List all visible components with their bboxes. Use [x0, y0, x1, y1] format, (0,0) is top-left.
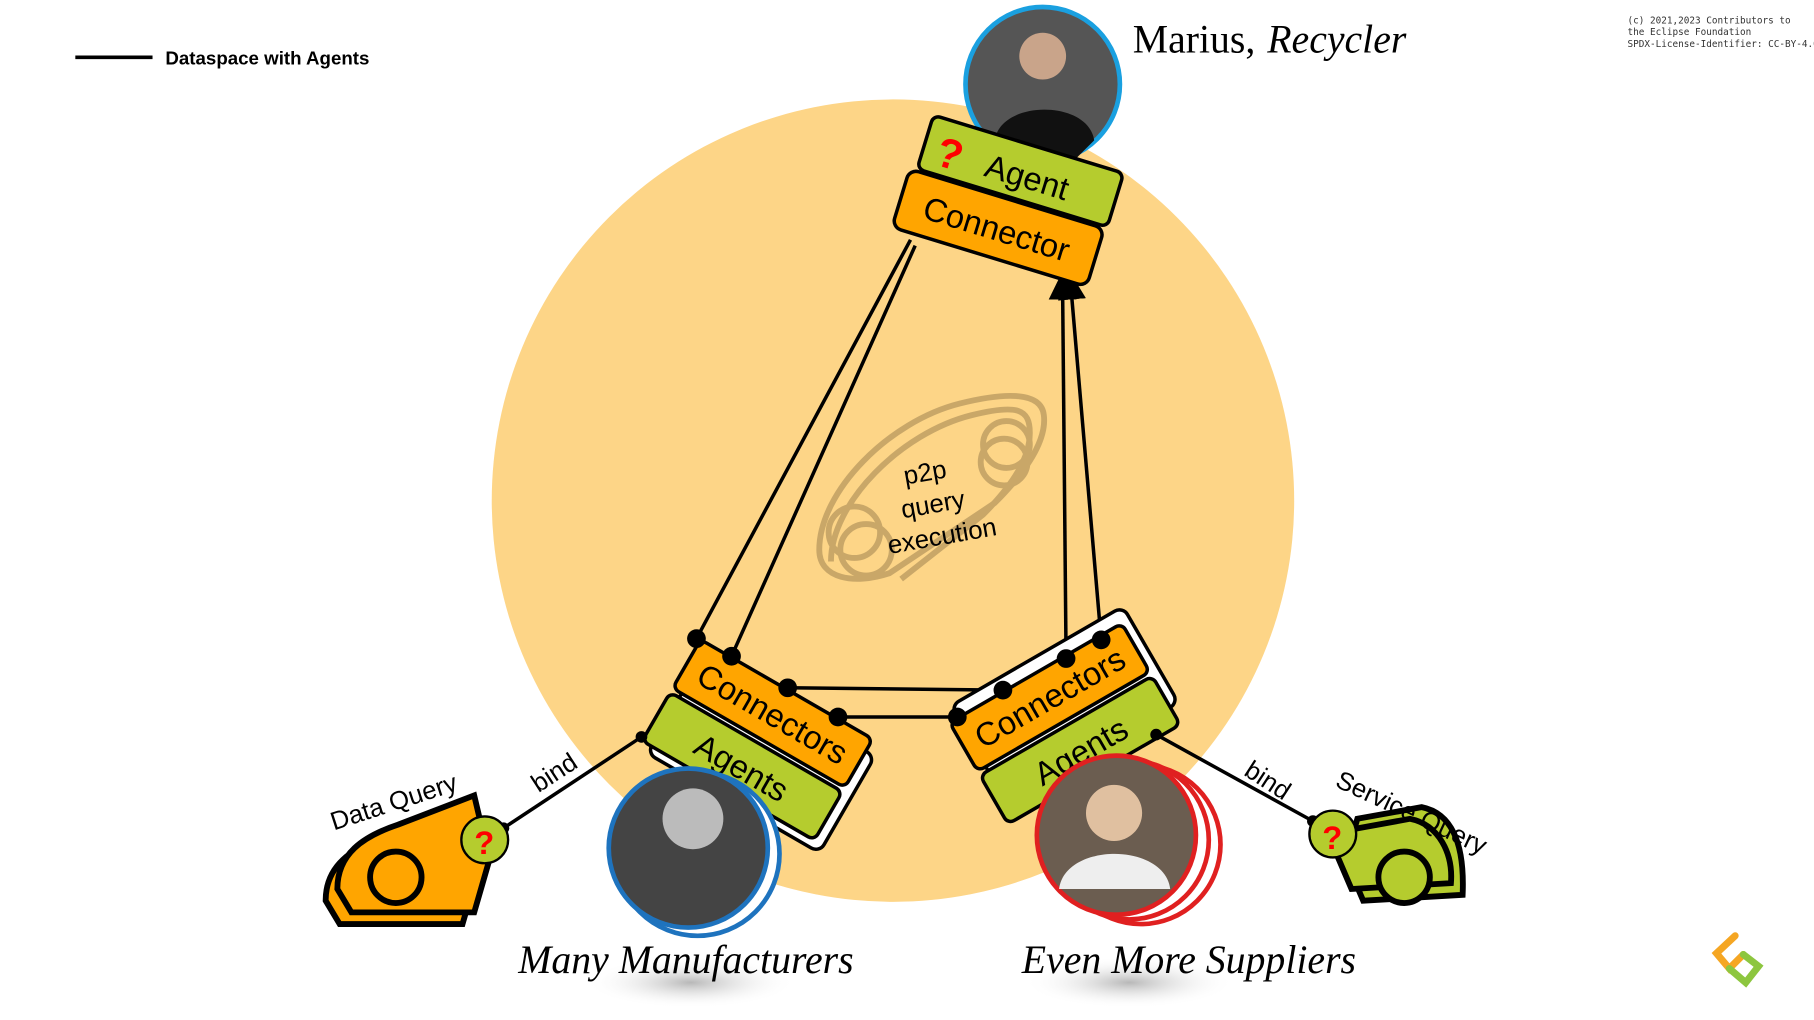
connection-line	[729, 244, 917, 657]
connection-lines	[502, 238, 1314, 830]
question-badge	[1308, 809, 1358, 859]
manufacturers-stack: Connectors Agents	[642, 640, 874, 852]
connection-line	[1048, 271, 1077, 659]
connectors-box	[950, 624, 1150, 771]
bind-line	[1155, 733, 1314, 823]
agent-box	[917, 115, 1124, 227]
connection-line	[694, 238, 913, 640]
manufacturers-label: Many Manufacturers	[517, 938, 853, 982]
question-icon: ?	[474, 824, 494, 861]
connection-line	[787, 686, 1003, 692]
copyright-notice: (c) 2021,2023 Contributors to the Eclips…	[1628, 15, 1814, 49]
question-icon: ?	[1322, 819, 1342, 856]
copyright-line: the Eclipse Foundation	[1628, 27, 1752, 38]
suppliers-label: Even More Suppliers	[1021, 938, 1356, 982]
car-icon	[816, 393, 1047, 582]
avatar-body	[1059, 853, 1171, 889]
copyright-line: SPDX-License-Identifier: CC-BY-4.0	[1628, 39, 1814, 50]
connector-box	[892, 169, 1104, 287]
copyright-line: (c) 2021,2023 Contributors to	[1628, 15, 1791, 26]
eclipse-tractusx-logo	[1711, 932, 1764, 988]
recycler-name: Marius,	[1133, 18, 1256, 62]
question-badge	[460, 815, 510, 865]
bind-label: bind	[527, 748, 583, 798]
recycler-stack: ? Agent Connector	[892, 115, 1124, 287]
recycler-role: Recycler	[1266, 18, 1407, 62]
service-query-car-icon	[1330, 804, 1466, 906]
avatar-face	[1019, 32, 1067, 80]
legend-label: Dataspace with Agents	[165, 47, 369, 68]
avatar-face	[1085, 784, 1143, 842]
label-shadow	[585, 956, 796, 1009]
connection-line	[1057, 271, 1103, 640]
bind-line	[502, 735, 643, 830]
label-shadow	[1023, 956, 1235, 1009]
bind-label: bind	[1239, 756, 1295, 806]
avatar-face	[662, 788, 724, 850]
